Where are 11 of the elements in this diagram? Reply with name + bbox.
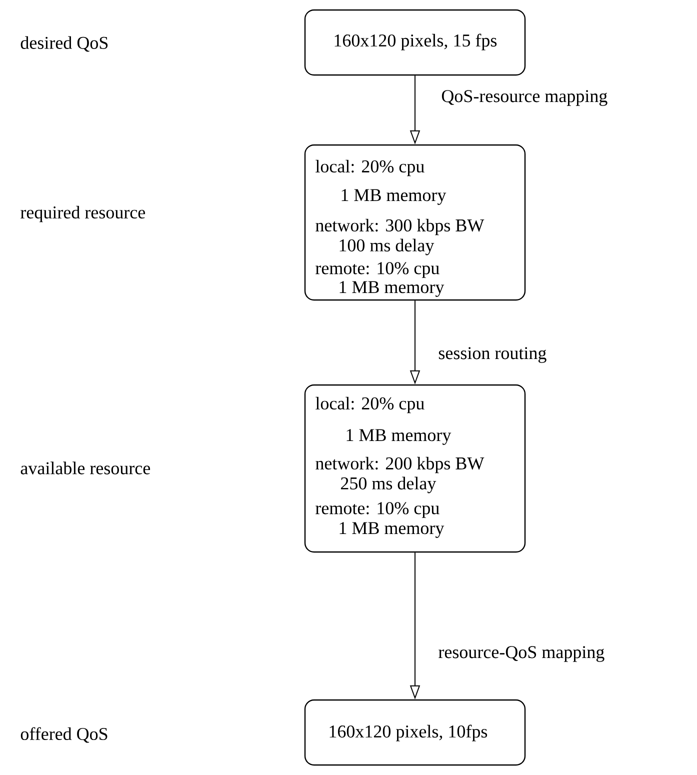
process-box: local: 20% cpu 1 MB memory network: 300 kbps BW 100 ms delay remote: 10% cpu 1 MB memory [304,144,526,301]
edge-label: resource-QoS mapping [438,646,604,662]
stage-label: required resource [20,206,146,222]
process-box: 160x120 pixels, 15 fps [304,9,526,76]
process-box: local: 20% cpu 1 MB memory network: 200 kbps BW 250 ms delay remote: 10% cpu 1 MB memory [304,384,526,553]
stage-label: offered QoS [20,727,108,743]
process-box: 160x120 pixels, 10fps [304,699,526,766]
edge-label: session routing [438,347,546,363]
edge-label: QoS-resource mapping [442,90,608,106]
stage-label: available resource [20,462,150,474]
stage-label: desired QoS [20,36,108,52]
